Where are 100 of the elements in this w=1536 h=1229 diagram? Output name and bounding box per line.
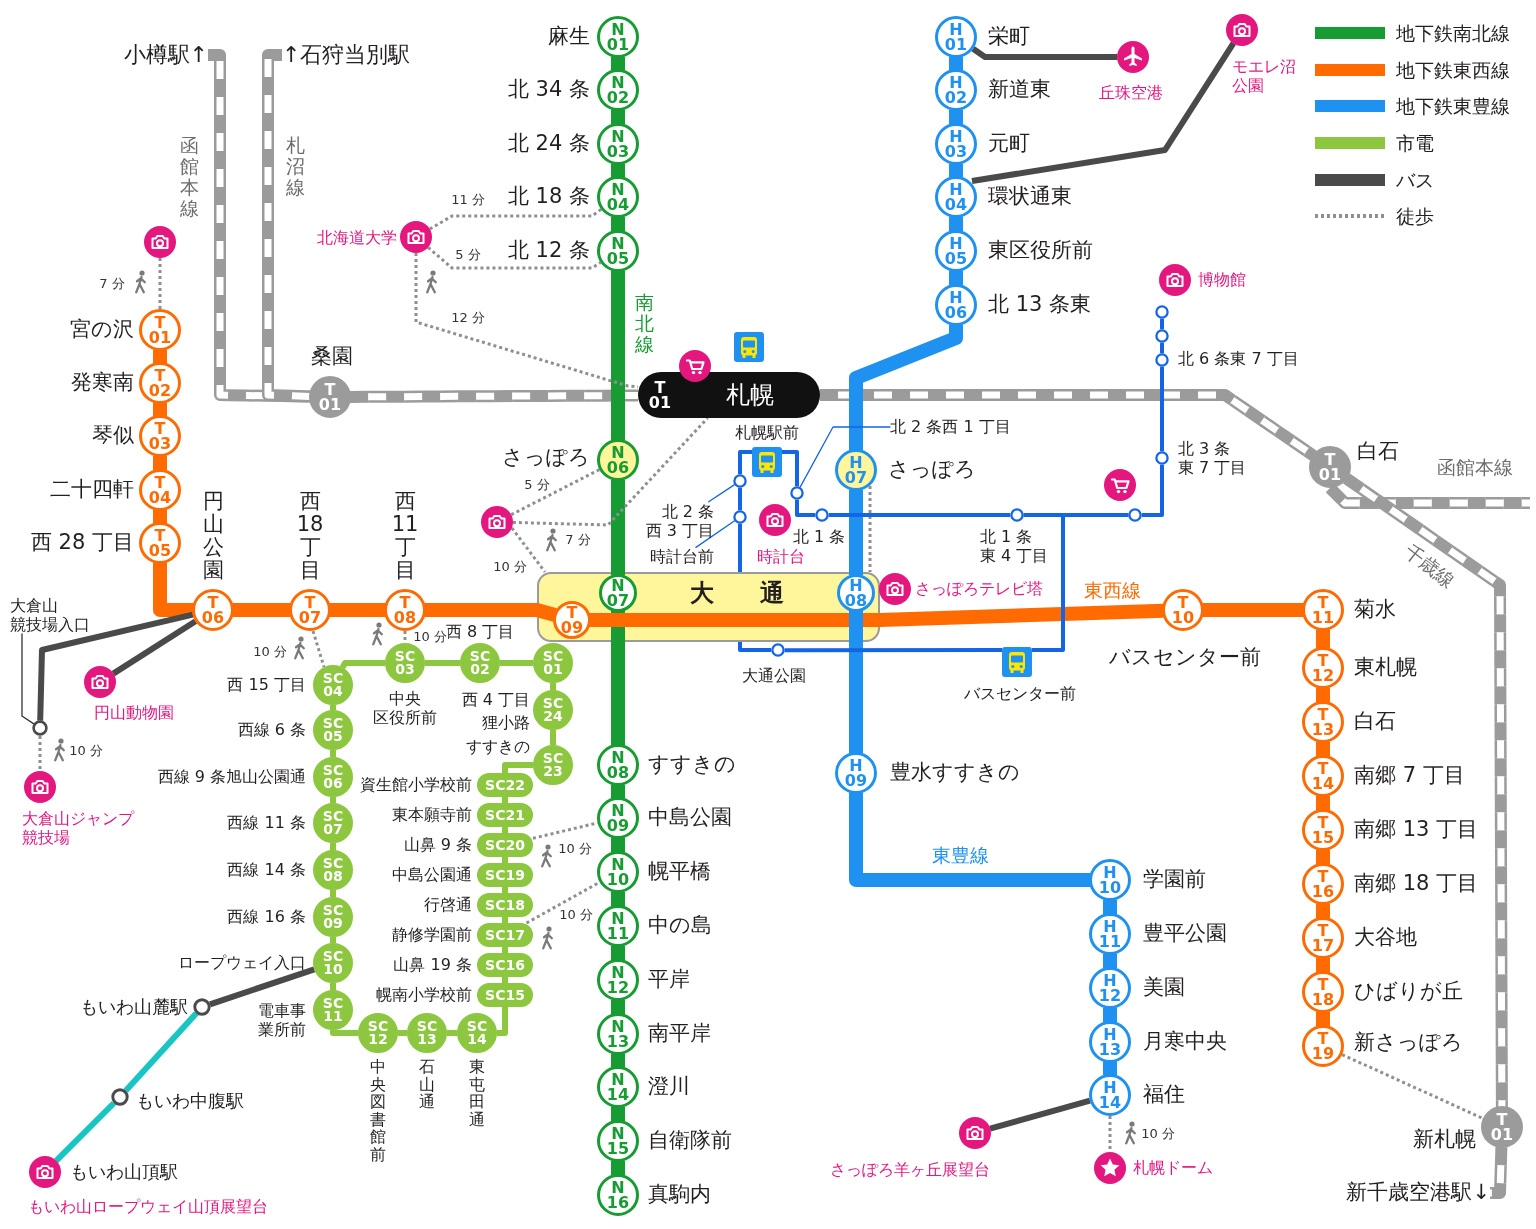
station-number-badge: SC 23	[533, 745, 573, 785]
station-number-badge: N 12	[597, 959, 639, 1001]
stop-marker-icon	[1155, 305, 1169, 319]
station-name: 麻生	[548, 24, 590, 50]
tram-line	[330, 1029, 359, 1036]
camera-icon	[29, 1156, 61, 1188]
bus-route-line	[209, 966, 316, 1008]
station-name: 電車事業所前	[258, 1000, 306, 1040]
station-number-badge: N 16	[597, 1174, 639, 1216]
camera-icon	[84, 666, 116, 698]
tram-line	[499, 660, 534, 666]
legend-label: 地下鉄東西線	[1396, 58, 1510, 82]
station-name: 西 11 丁目	[390, 489, 420, 582]
station-name: 西 4 丁目	[461, 690, 530, 710]
station-number-badge: SC15	[477, 983, 533, 1007]
landmark-name: もいわ山ロープウェイ山頂展望台	[28, 1197, 268, 1217]
station-name: 二十四軒	[50, 477, 134, 503]
railway-line	[1343, 473, 1508, 1107]
station-name: 北 34 条	[507, 77, 590, 103]
station-name: バスセンター前	[1109, 645, 1261, 671]
legend-label: バス	[1396, 168, 1434, 192]
station-name: 琴似	[92, 423, 134, 449]
walking-path	[158, 257, 162, 310]
tram-line	[330, 842, 336, 851]
station-name: もいわ山頂駅	[70, 1161, 178, 1183]
airplane-icon	[1117, 41, 1149, 73]
station-number-badge: N 14	[597, 1066, 639, 1108]
station-number-badge: SC 12	[358, 1013, 398, 1053]
station-name: 中央区役所前	[373, 688, 437, 728]
walking-path	[525, 880, 601, 925]
subway-line	[329, 603, 386, 617]
station-name: 中島公園通	[392, 865, 472, 885]
railway-line	[350, 389, 638, 403]
station-name: 大谷地	[1354, 925, 1417, 951]
station-number-badge: SC 24	[533, 690, 573, 730]
camera-icon	[24, 771, 56, 803]
camera-icon	[481, 506, 513, 538]
walk-time-label: 5 分	[454, 247, 482, 263]
station-name: 北 18 条	[507, 184, 590, 210]
station-name: 西 8 丁目	[445, 622, 515, 642]
bus-route-line	[738, 450, 752, 475]
station-name: 自衛隊前	[648, 1128, 732, 1154]
station-number-badge: H 06	[935, 284, 977, 326]
walking-path	[1341, 1053, 1484, 1120]
camera-icon	[1159, 264, 1191, 296]
bus-route-line	[111, 618, 198, 677]
station-name: 石山通	[418, 1058, 436, 1111]
station-number-badge: N 05	[597, 230, 639, 272]
leader-line	[708, 484, 735, 503]
walking-path	[510, 527, 547, 573]
camera-icon	[1226, 14, 1258, 46]
tram-line	[330, 749, 336, 758]
bus-route-line	[971, 41, 1237, 184]
walk-time-label: 10 分	[1140, 1126, 1176, 1142]
station-name: 資生館小学校前	[360, 775, 472, 795]
bus-route-line	[738, 487, 742, 511]
terminus-label: 小樽駅↑	[123, 41, 208, 69]
station-name: 中央図書館前	[369, 1058, 387, 1164]
tram-line	[502, 857, 508, 863]
station-number-badge: H 12	[1089, 967, 1131, 1009]
legend-label: 地下鉄南北線	[1396, 21, 1510, 45]
station-name: 山鼻 19 条	[393, 955, 472, 975]
tram-line	[330, 704, 336, 711]
legend-label: 市電	[1396, 131, 1434, 155]
station-name: 豊水すすきの	[890, 760, 1020, 786]
station-number-badge: T 11	[1302, 589, 1344, 631]
station-number-badge: T 18	[1302, 971, 1344, 1013]
station-name: 西線 16 条	[227, 907, 306, 927]
station-name: 静修学園前	[392, 925, 472, 945]
station-name: 南郷 18 丁目	[1354, 871, 1479, 897]
station-name: さっぽろ	[502, 445, 590, 471]
station-number-badge: H 03	[935, 123, 977, 165]
landmark-name: モエレ沼公園	[1232, 56, 1296, 96]
station-name: 南平岸	[648, 1021, 711, 1047]
walking-path	[311, 630, 326, 668]
tram-line	[502, 887, 508, 893]
station-number-badge: N 02	[597, 69, 639, 111]
stop-marker-icon	[32, 720, 48, 736]
station-number-badge: T 09	[553, 601, 591, 639]
station-number-badge: T 05	[139, 522, 181, 564]
station-name: もいわ中腹駅	[136, 1090, 244, 1112]
tram-line	[502, 762, 534, 773]
subway-line	[1202, 603, 1304, 617]
bus-stop-name: 時計台前	[650, 547, 714, 567]
landmark-name: 博物館	[1198, 270, 1246, 290]
station-name: 西線 14 条	[227, 860, 306, 880]
stop-marker-icon	[193, 998, 211, 1016]
tram-line	[397, 1030, 408, 1036]
line-name-label: 函館本線	[1437, 455, 1513, 479]
station-name: 北 13 条東	[988, 292, 1092, 318]
station-number-badge: T 13	[1302, 701, 1344, 743]
station-name: 宮の沢	[70, 317, 134, 343]
station-number-badge: SC20	[477, 833, 533, 857]
station-number-badge: T 06	[192, 589, 234, 631]
tram-line	[330, 982, 336, 991]
stop-marker-icon	[1010, 508, 1024, 522]
landmark-name: 札幌ドーム	[1133, 1158, 1213, 1178]
camera-icon	[959, 1117, 991, 1149]
station-number-badge: SC 01	[533, 643, 573, 683]
camera-icon	[400, 221, 432, 253]
